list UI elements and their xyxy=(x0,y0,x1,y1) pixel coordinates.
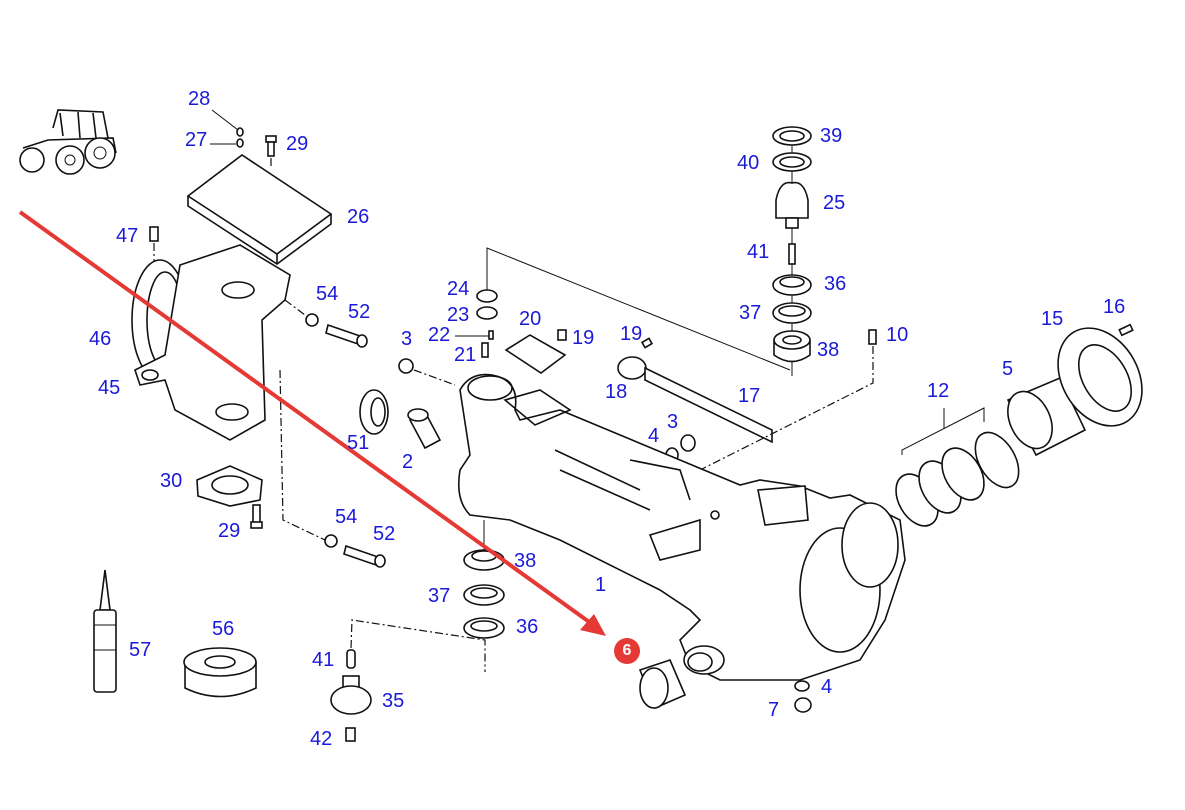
label-5: 5 xyxy=(1002,358,1014,380)
label-30: 30 xyxy=(160,470,183,492)
part-29-screw-lower xyxy=(250,504,263,529)
label-54: 54 xyxy=(316,283,339,305)
part-56-seal-puck xyxy=(183,647,257,698)
part-6-sleeve xyxy=(638,659,687,710)
label-4-b: 4 xyxy=(821,676,833,698)
label-3: 3 xyxy=(401,328,413,350)
label-37-b: 37 xyxy=(428,585,451,607)
part-17-18-bar xyxy=(617,356,773,444)
label-27: 27 xyxy=(185,129,208,151)
label-56: 56 xyxy=(212,618,235,640)
part-12-seal-set xyxy=(895,407,1020,527)
label-2: 2 xyxy=(402,451,414,473)
part-30-plate xyxy=(196,465,263,507)
label-57: 57 xyxy=(129,639,152,661)
label-29: 29 xyxy=(286,133,309,155)
label-28: 28 xyxy=(188,88,211,110)
part-2-bushing xyxy=(407,408,442,450)
part-51-bushing xyxy=(359,389,389,435)
part-16-screw xyxy=(1118,323,1134,337)
label-46: 46 xyxy=(89,328,112,350)
part-26-cover-plate xyxy=(186,154,333,265)
part-54-52-bolt-lower xyxy=(324,534,386,568)
part-10-nipple xyxy=(699,329,877,471)
part-upper-kingpin-stack xyxy=(772,126,812,376)
label-19: 19 xyxy=(572,327,595,349)
label-22: 22 xyxy=(428,324,451,346)
label-37: 37 xyxy=(739,302,762,324)
part-57-sealant-tube xyxy=(93,569,117,693)
label-12: 12 xyxy=(927,380,950,402)
label-21: 21 xyxy=(454,344,477,366)
label-38: 38 xyxy=(817,339,840,361)
part-21-24-fittings xyxy=(455,247,791,371)
part-3-plug-left xyxy=(398,358,456,386)
label-54-b: 54 xyxy=(335,506,358,528)
label-52-b: 52 xyxy=(373,523,396,545)
part-29-screw xyxy=(265,135,277,168)
label-39: 39 xyxy=(820,125,843,147)
part-1-axle-housing xyxy=(457,373,906,681)
label-52: 52 xyxy=(348,301,371,323)
label-51: 51 xyxy=(347,432,370,454)
highlight-badge-6[interactable]: 6 xyxy=(614,638,640,664)
part-5-ring xyxy=(1006,376,1087,457)
label-24: 24 xyxy=(447,278,470,300)
label-36-b: 36 xyxy=(516,616,539,638)
label-3-b: 3 xyxy=(667,411,679,433)
label-20: 20 xyxy=(519,308,542,330)
label-35: 35 xyxy=(382,690,405,712)
label-36: 36 xyxy=(824,273,847,295)
label-1: 1 xyxy=(595,574,607,596)
label-26: 26 xyxy=(347,206,370,228)
part-54-52-bolt-upper xyxy=(284,299,368,348)
label-38-b: 38 xyxy=(514,550,537,572)
part-19-screw-b xyxy=(640,337,654,349)
part-41-35-42-lower-pin xyxy=(330,619,486,742)
label-47: 47 xyxy=(116,225,139,247)
pointer-arrow xyxy=(18,210,606,636)
label-19-b: 19 xyxy=(620,323,643,345)
part-47-nipple xyxy=(149,226,159,262)
label-16: 16 xyxy=(1103,296,1126,318)
label-10: 10 xyxy=(886,324,909,346)
label-25: 25 xyxy=(823,192,846,214)
part-4-7-drain-plug xyxy=(794,680,812,713)
part-15-hub-seal xyxy=(1057,327,1143,427)
label-23: 23 xyxy=(447,304,470,326)
part-20-cover xyxy=(504,334,567,374)
label-15: 15 xyxy=(1041,308,1064,330)
part-27-28-nipple xyxy=(210,109,244,148)
label-45: 45 xyxy=(98,377,121,399)
label-18: 18 xyxy=(605,381,628,403)
label-4: 4 xyxy=(648,425,660,447)
tractor-icon xyxy=(19,109,117,175)
label-29-b: 29 xyxy=(218,520,241,542)
label-17: 17 xyxy=(738,385,761,407)
label-42: 42 xyxy=(310,728,333,750)
part-19-screw-a xyxy=(557,329,567,341)
assembly-line-left xyxy=(279,369,326,541)
label-41-b: 41 xyxy=(312,649,335,671)
label-40: 40 xyxy=(737,152,760,174)
label-41: 41 xyxy=(747,241,770,263)
label-7: 7 xyxy=(768,699,780,721)
part-45-46-knuckle xyxy=(131,244,291,441)
